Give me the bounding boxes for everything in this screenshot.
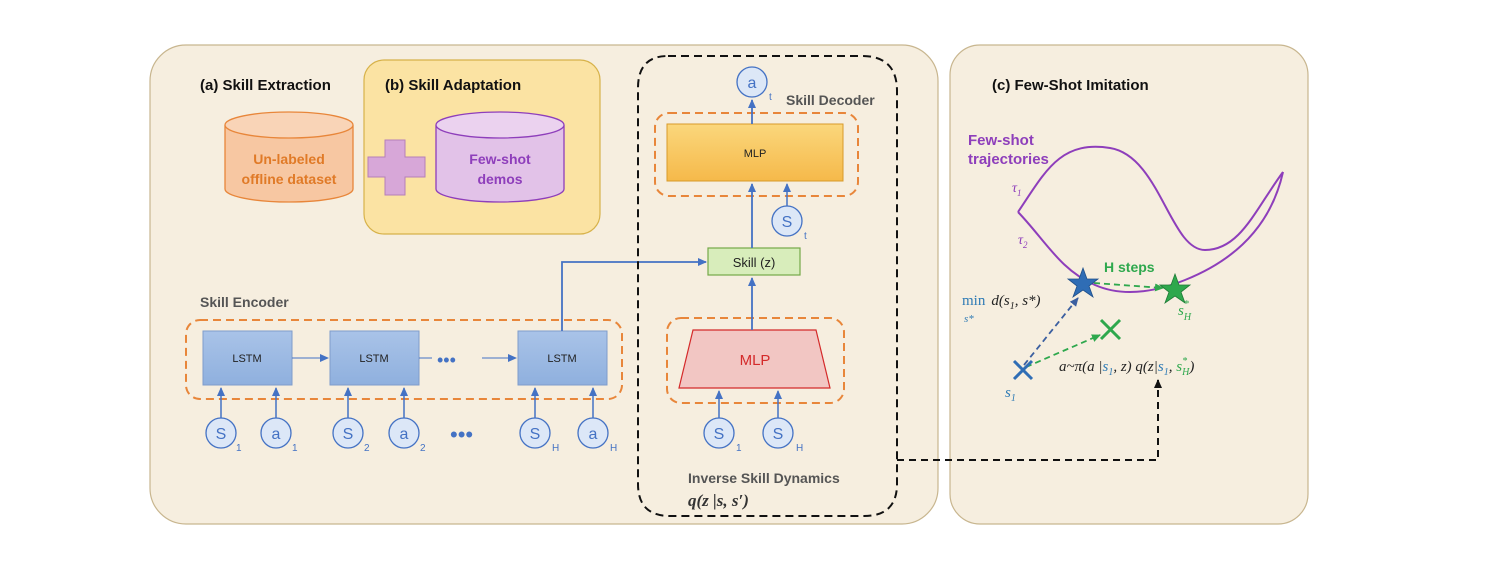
lstm-ellipsis: ••• <box>437 350 456 370</box>
few-shot-demos-label-line2: demos <box>477 171 522 187</box>
trajectory-tau2-curve <box>1017 171 1284 294</box>
svg-text:LSTM: LSTM <box>359 353 388 365</box>
skill-z-box: Skill (z) <box>707 247 801 276</box>
tau1-label: τ1 <box>1012 181 1022 198</box>
skill-extraction-title: (a) Skill Extraction <box>200 77 331 94</box>
svg-text:MLP: MLP <box>744 148 767 160</box>
s1-to-target-arrow <box>1025 334 1101 368</box>
svg-text:1: 1 <box>236 443 242 454</box>
svg-text:t: t <box>804 231 807 242</box>
encoder-to-skill-arrow <box>561 258 707 331</box>
few-shot-demos-label-line1: Few-shot <box>469 151 531 167</box>
inverse-input-sh: S H <box>762 390 803 454</box>
lstm-box-2: LSTM <box>329 330 420 386</box>
inverse-input-s1: S 1 <box>703 390 742 454</box>
svg-text:H: H <box>552 443 559 454</box>
offline-dataset-label-line2: offline dataset <box>242 171 337 187</box>
encoder-input-a2: a 2 <box>388 387 426 454</box>
svg-text:S: S <box>216 426 227 443</box>
plus-icon <box>367 139 426 196</box>
inverse-skill-dynamics-formula: q(z |s, s′) <box>688 491 749 510</box>
inverse-dynamics-dashed-box <box>637 55 898 517</box>
inverse-skill-dynamics-title: Inverse Skill Dynamics <box>688 470 840 486</box>
few-shot-imitation-title: (c) Few-Shot Imitation <box>992 77 1149 94</box>
predicted-state-cross-icon <box>1099 318 1122 341</box>
skill-encoder-title: Skill Encoder <box>200 294 289 310</box>
encoder-input-a1: a 1 <box>260 387 298 454</box>
svg-text:LSTM: LSTM <box>547 353 576 365</box>
goal-state-label: s*H <box>1178 299 1192 323</box>
svg-text:1: 1 <box>736 443 742 454</box>
svg-text:S: S <box>782 214 793 231</box>
inverse-mlp-trapezoid: MLP <box>678 329 831 389</box>
offline-dataset-cylinder: Un-labeled offline dataset <box>224 111 354 203</box>
svg-text:a: a <box>748 75 757 92</box>
encoder-input-s1: S 1 <box>205 387 242 454</box>
h-steps-label: H steps <box>1104 259 1155 275</box>
svg-text:a: a <box>272 426 281 443</box>
svg-text:Skill (z): Skill (z) <box>733 255 776 270</box>
skill-decoder-title: Skill Decoder <box>786 92 875 108</box>
decoder-output-at: a t <box>736 66 772 103</box>
goal-state-star-icon <box>1158 272 1192 305</box>
svg-text:H: H <box>610 443 617 454</box>
svg-text:S: S <box>530 426 541 443</box>
svg-text:H: H <box>796 443 803 454</box>
tau2-label: τ2 <box>1018 233 1028 250</box>
offline-dataset-label-line1: Un-labeled <box>253 151 325 167</box>
svg-text:a: a <box>400 426 409 443</box>
svg-text:S: S <box>773 426 784 443</box>
start-state-star-icon <box>1066 266 1100 299</box>
right-panel <box>949 44 1309 525</box>
svg-text:2: 2 <box>420 443 426 454</box>
svg-text:2: 2 <box>364 443 370 454</box>
s1-to-start-arrow <box>1023 297 1079 366</box>
trajectory-tau1-curve <box>1017 145 1284 252</box>
inverse-to-policy-connector <box>897 379 1162 461</box>
encoder-input-ellipsis: ••• <box>450 422 473 447</box>
svg-text:a: a <box>589 426 598 443</box>
trajectories-label-line2: trajectories <box>968 151 1049 168</box>
encoder-input-ah: a H <box>577 387 617 454</box>
trajectories-label-line1: Few-shot <box>968 132 1034 149</box>
lstm-box-3: LSTM <box>517 330 608 386</box>
min-subscript: s* <box>964 313 974 325</box>
decoder-input-st: S t <box>771 183 807 242</box>
svg-text:S: S <box>343 426 354 443</box>
h-steps-arrow <box>1093 282 1164 292</box>
svg-text:S: S <box>714 426 725 443</box>
svg-text:1: 1 <box>292 443 298 454</box>
svg-text:LSTM: LSTM <box>232 353 261 365</box>
lstm-box-1: LSTM <box>202 330 293 386</box>
svg-text:t: t <box>769 92 772 103</box>
current-state-cross-icon <box>1012 359 1034 381</box>
encoder-input-s2: S 2 <box>332 387 370 454</box>
decoder-mlp-box: MLP <box>666 123 844 182</box>
svg-text:MLP: MLP <box>740 352 771 369</box>
current-state-label: s1 <box>1005 385 1016 404</box>
inverse-mlp-dashed-box <box>666 317 845 404</box>
encoder-input-sh: S H <box>519 387 559 454</box>
decoder-mlp-dashed-box <box>654 112 859 197</box>
skill-adaptation-title: (b) Skill Adaptation <box>385 77 521 94</box>
policy-formula: a~π(a |s1, z) q(z|s1, s*H) <box>1059 356 1194 378</box>
few-shot-demos-cylinder: Few-shot demos <box>435 111 565 203</box>
